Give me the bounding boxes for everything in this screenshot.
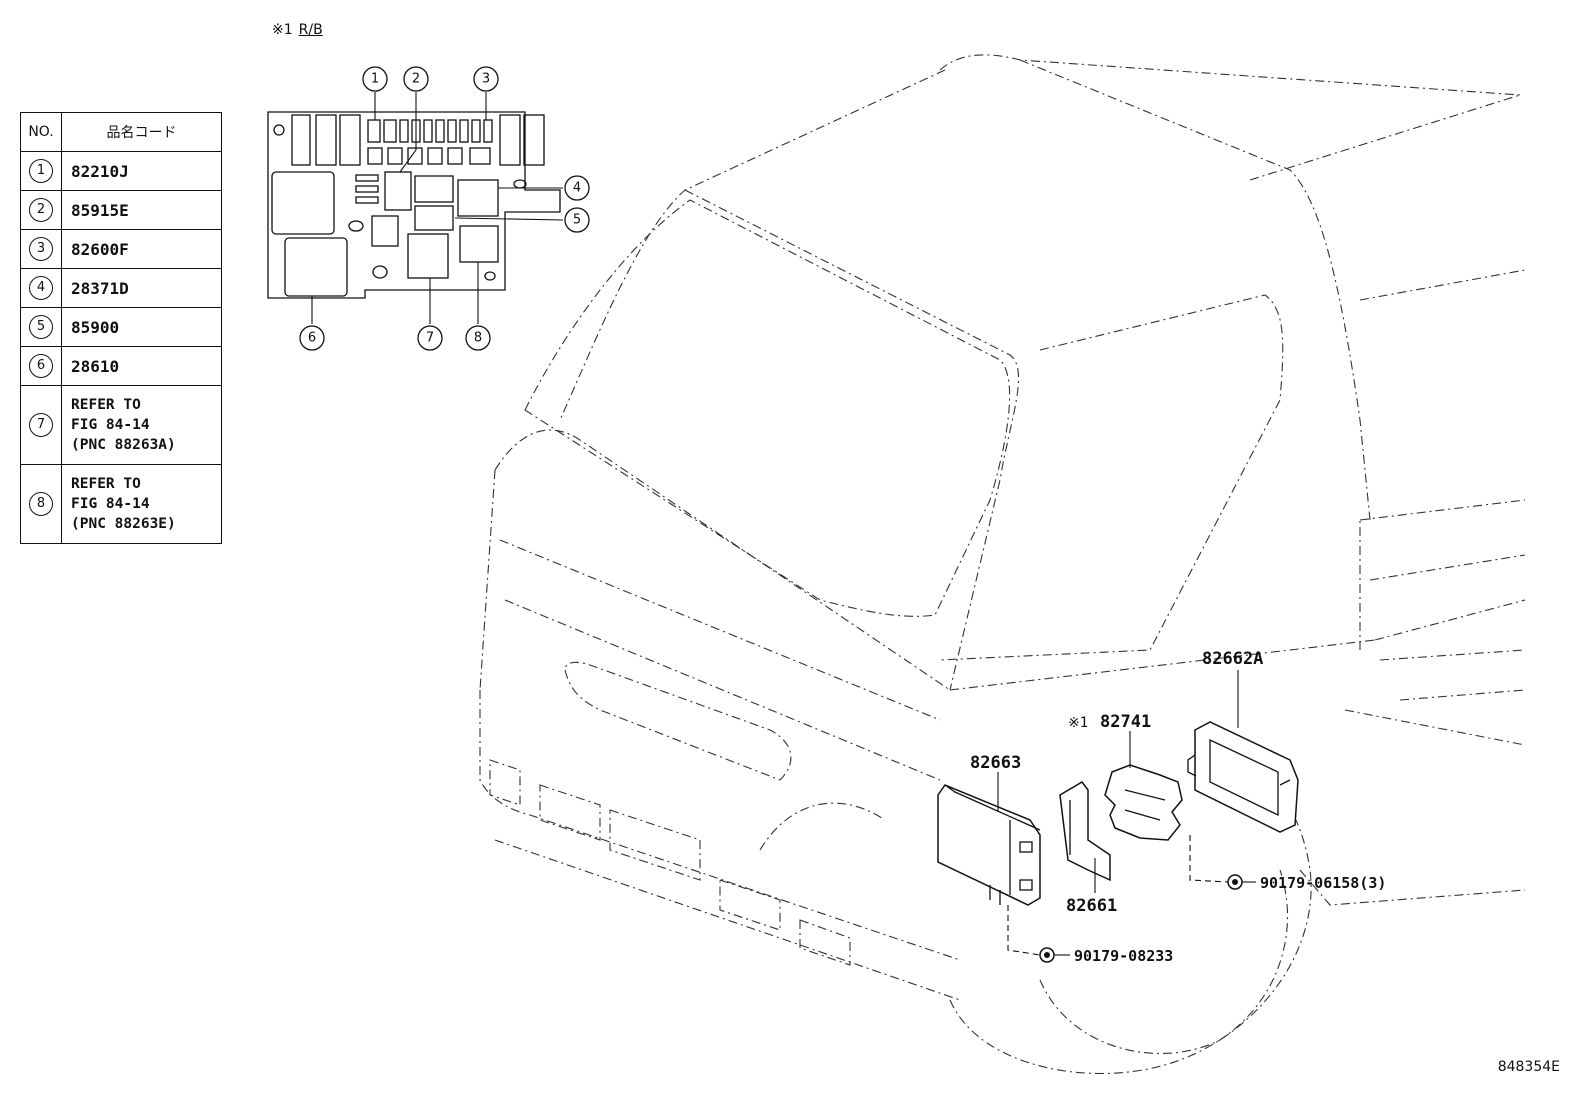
- callout-3: 3: [473, 66, 499, 92]
- callout-8-number: 8: [474, 331, 482, 346]
- part-82661-bracket: [1059, 781, 1111, 882]
- part-label-82662A: 82662A: [1202, 649, 1263, 669]
- legend-row: 2 85915E: [20, 190, 222, 230]
- callout-3-number: 3: [482, 72, 490, 87]
- bolt-90179-06158: [1227, 874, 1243, 890]
- relay-block-title: ※1 R/B: [272, 22, 323, 38]
- legend-callout-number: 1: [29, 159, 53, 183]
- legend-part-code: REFER TO FIG 84-14 (PNC 88263E): [61, 464, 222, 544]
- legend-row: 7 REFER TO FIG 84-14 (PNC 88263A): [20, 385, 222, 465]
- legend-callout-number: 4: [29, 276, 53, 300]
- legend-part-code: 82210J: [61, 151, 222, 191]
- legend-callout-number: 8: [29, 492, 53, 516]
- callout-5-number: 5: [573, 213, 581, 228]
- part-mark-82741: ※1: [1068, 715, 1088, 731]
- callout-1: 1: [362, 66, 388, 92]
- callout-6-number: 6: [308, 331, 316, 346]
- callout-1-number: 1: [371, 72, 379, 87]
- part-label-90179-08233: 90179-08233: [1074, 947, 1173, 965]
- legend-row: 3 82600F: [20, 229, 222, 269]
- callout-2-number: 2: [412, 72, 420, 87]
- callout-2: 2: [403, 66, 429, 92]
- legend-callout-number: 3: [29, 237, 53, 261]
- legend-part-code: 85915E: [61, 190, 222, 230]
- callout-4-number: 4: [573, 181, 581, 196]
- part-82741-relay-block: [1104, 764, 1183, 841]
- legend-row: 6 28610: [20, 346, 222, 386]
- callout-6: 6: [299, 325, 325, 351]
- legend-part-code: REFER TO FIG 84-14 (PNC 88263A): [61, 385, 222, 465]
- parts-legend-table: NO. 品名コード 1 82210J 2 85915E 3 82600F 4 2…: [20, 112, 222, 544]
- part-82662A-cover: [1187, 721, 1299, 833]
- legend-row: 1 82210J: [20, 151, 222, 191]
- legend-header-no: NO.: [20, 112, 62, 152]
- legend-part-code: 28371D: [61, 268, 222, 308]
- relay-block-drawing: [267, 111, 561, 299]
- relay-block-mark: ※1: [272, 22, 293, 38]
- legend-callout-number: 2: [29, 198, 53, 222]
- callout-8: 8: [465, 325, 491, 351]
- relay-block-leaders: [311, 92, 564, 324]
- truck-cab-outline: [479, 54, 1526, 1075]
- legend-callout-number: 5: [29, 315, 53, 339]
- legend-callout-number: 6: [29, 354, 53, 378]
- figure-id: 848354E: [1497, 1059, 1560, 1075]
- part-leaders: [997, 670, 1256, 956]
- callout-4: 4: [564, 175, 590, 201]
- part-82663-control-unit: [937, 784, 1041, 906]
- legend-callout-number: 7: [29, 413, 53, 437]
- callout-7: 7: [417, 325, 443, 351]
- relay-block-name: R/B: [298, 22, 323, 38]
- legend-part-code: 82600F: [61, 229, 222, 269]
- callout-5: 5: [564, 207, 590, 233]
- legend-row: 4 28371D: [20, 268, 222, 308]
- legend-row: 8 REFER TO FIG 84-14 (PNC 88263E): [20, 464, 222, 544]
- bolt-90179-08233: [1039, 947, 1055, 963]
- callout-7-number: 7: [426, 331, 434, 346]
- part-label-90179-06158: 90179-06158(3): [1260, 874, 1386, 892]
- part-label-82741: 82741: [1100, 712, 1151, 732]
- part-label-82663: 82663: [970, 753, 1021, 773]
- legend-part-code: 28610: [61, 346, 222, 386]
- part-label-82661: 82661: [1066, 896, 1117, 916]
